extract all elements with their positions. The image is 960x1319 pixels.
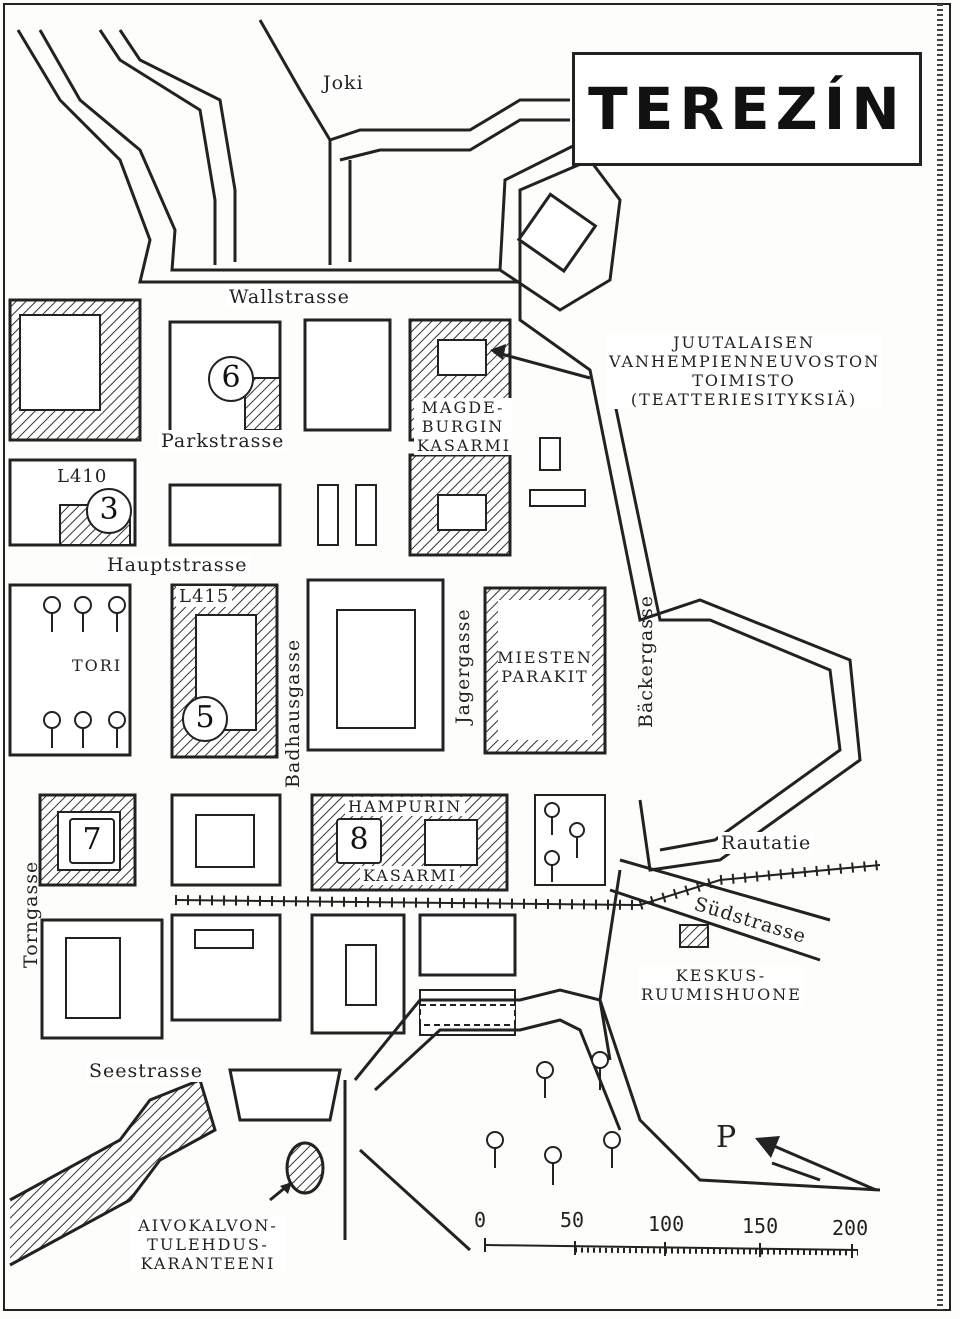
label-aivokalvon-line1: AIVOKALVON- — [138, 1216, 278, 1235]
label-magdeburgin-line1: MAGDE- — [421, 398, 505, 417]
bottom-trees — [486, 1051, 621, 1185]
label-magdeburgin-line3: KASARMI — [417, 436, 512, 455]
label-juutalaisen-line3: TOIMISTO — [692, 371, 796, 390]
scale-label-200: 200 — [832, 1216, 869, 1240]
north-arrow-line — [759, 1138, 877, 1192]
street-parkstrasse: Parkstrasse — [158, 430, 288, 452]
scale-label-100: 100 — [648, 1212, 685, 1236]
label-keskusruumishuone: KESKUS- RUUMISHUONE — [638, 966, 804, 1004]
label-miesten-line2: PARAKIT — [501, 667, 589, 686]
street-torngasse: Torngasse — [20, 860, 42, 968]
tori-trees — [43, 596, 126, 748]
label-tori: TORI — [72, 656, 123, 675]
label-rautatie: Rautatie — [718, 832, 815, 854]
street-jagergasse: Jagergasse — [452, 608, 474, 724]
keskus-building — [679, 924, 709, 948]
label-hampurin: HAMPURIN — [345, 797, 466, 816]
street-backergasse: Bäckergasse — [635, 594, 657, 728]
block-park-2 — [168, 483, 282, 547]
label-miesten-line1: MIESTEN — [497, 648, 593, 667]
street-joki: Joki — [320, 72, 367, 94]
railway — [174, 860, 881, 910]
scale-bar — [484, 1238, 859, 1258]
north-label: P — [716, 1120, 737, 1155]
label-juutalaisen: JUUTALAISEN VANHEMPIENNEUVOSTON TOIMISTO… — [606, 333, 882, 409]
scale-label-150: 150 — [742, 1214, 779, 1238]
label-juutalaisen-line4: (TEATTERIESITYKSIÄ) — [630, 390, 858, 409]
block-wall-2 — [303, 318, 392, 432]
tag-l415: L415 — [176, 586, 233, 607]
label-hampurin-kasarmi: KASARMI — [360, 866, 461, 885]
label-keskus-line1: KESKUS- — [675, 966, 767, 985]
fortification-lines — [16, 19, 862, 1061]
label-miesten-parakit: MIESTEN PARAKIT — [497, 648, 593, 686]
marker-3: 3 — [86, 488, 132, 534]
marker-8: 8 — [336, 818, 382, 864]
label-aivokalvon-line2: TULEHDUS- — [147, 1235, 269, 1254]
street-wallstrasse: Wallstrasse — [226, 286, 353, 308]
map-title: TEREZÍN — [572, 52, 922, 166]
label-juutalaisen-line1: JUUTALAISEN — [673, 333, 815, 352]
sudstrasse-road — [609, 858, 831, 962]
juutalaisen-arrow — [493, 350, 591, 380]
label-aivokalvon-line3: KARANTEENI — [140, 1254, 276, 1273]
aivokalvon-building — [285, 1141, 325, 1195]
street-badhausgasse: Badhausgasse — [282, 638, 304, 788]
street-seestrasse: Seestrasse — [86, 1060, 207, 1082]
label-magdeburgin: MAGDE- BURGIN KASARMI — [414, 398, 512, 455]
fort-block — [516, 192, 598, 274]
marker-6: 6 — [208, 356, 254, 402]
bastion-bottomleft — [9, 1077, 217, 1267]
label-magdeburgin-line2: BURGIN — [421, 417, 505, 436]
street-hauptstrasse: Hauptstrasse — [104, 554, 251, 576]
tori-square — [8, 583, 132, 757]
scale-label-0: 0 — [474, 1208, 487, 1232]
tag-l410: L410 — [54, 466, 111, 487]
label-keskus-line2: RUUMISHUONE — [641, 985, 802, 1004]
scale-label-50: 50 — [560, 1208, 585, 1232]
marker-5: 5 — [182, 696, 228, 742]
label-juutalaisen-line2: VANHEMPIENNEUVOSTON — [609, 352, 881, 371]
map-frame — [3, 3, 951, 1311]
marker-7: 7 — [69, 818, 115, 864]
label-aivokalvontulehdus: AIVOKALVON- TULEHDUS- KARANTEENI — [130, 1216, 286, 1273]
